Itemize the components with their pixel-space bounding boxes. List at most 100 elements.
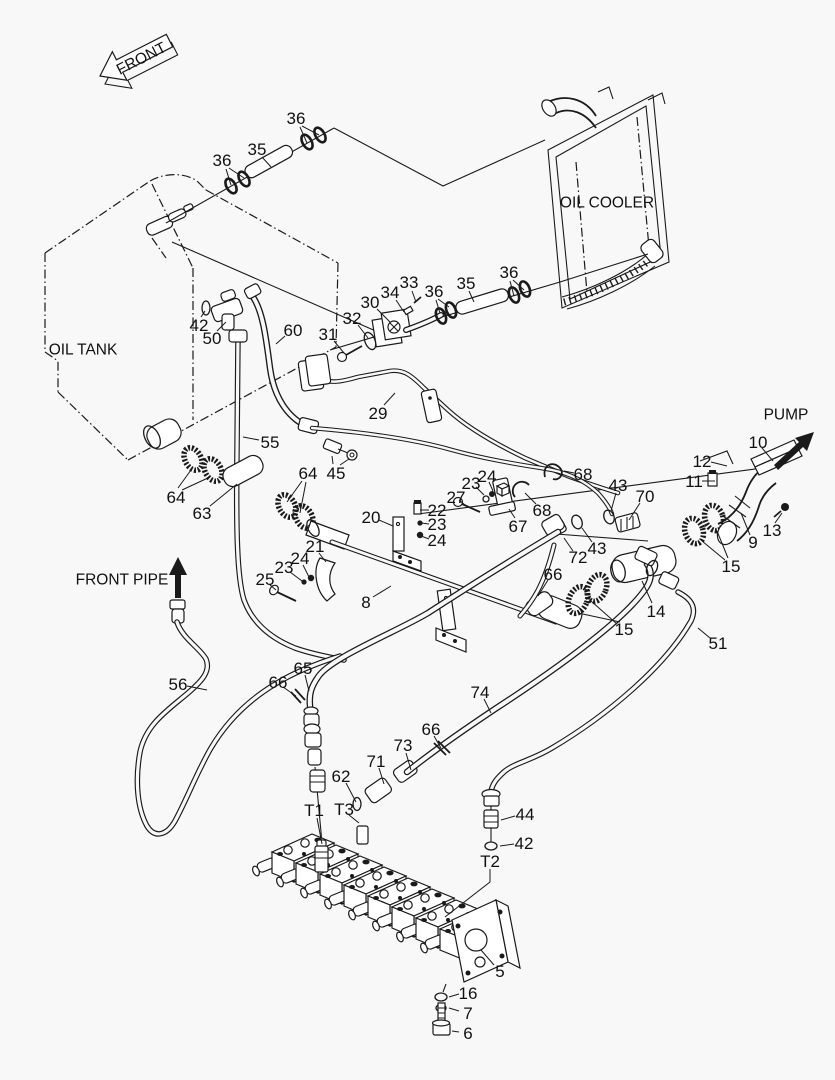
part-label: 45 <box>327 464 346 483</box>
pump-label: PUMP <box>764 407 809 424</box>
part-label: 22 <box>428 501 447 520</box>
part-label: 11 <box>685 472 703 491</box>
part-label: 21 <box>306 537 325 556</box>
part-label: 36 <box>500 263 519 282</box>
leader-line <box>275 335 286 345</box>
part-label: 15 <box>722 557 741 576</box>
part-label: 43 <box>609 476 628 495</box>
part-label: 71 <box>367 752 386 771</box>
leader-line <box>286 480 303 503</box>
part-label: T3 <box>334 800 354 819</box>
part-label: 36 <box>287 109 306 128</box>
leader-line <box>228 167 245 179</box>
leader-line <box>433 735 442 749</box>
leader-line <box>509 280 515 297</box>
leader-line <box>345 782 357 803</box>
part-label: 66 <box>269 673 288 692</box>
front-pipe-group <box>134 557 343 837</box>
leader-line <box>761 447 774 462</box>
part-label: 63 <box>193 504 212 523</box>
leader-line <box>395 299 405 313</box>
part-label: 33 <box>400 273 419 292</box>
front-direction-arrow <box>99 33 179 89</box>
part-label: T2 <box>480 852 500 871</box>
leader-line <box>488 481 494 492</box>
part-label: 44 <box>516 805 535 824</box>
leader-line <box>577 612 621 623</box>
part-label: T1 <box>304 801 324 820</box>
part-label: 70 <box>636 487 655 506</box>
leader-line <box>186 685 208 691</box>
part-label: 55 <box>261 433 280 452</box>
leader-line <box>512 279 525 291</box>
part-label: 14 <box>647 602 666 621</box>
part-label: 23 <box>428 515 447 534</box>
leader-line <box>774 512 783 524</box>
leader-line <box>261 156 272 168</box>
part-label: 68 <box>574 465 593 484</box>
leader-line <box>420 535 430 540</box>
leader-line <box>437 298 450 308</box>
leader-line <box>209 483 238 507</box>
leader-line <box>411 290 417 303</box>
leader-line <box>524 492 537 505</box>
leader-line <box>499 843 515 847</box>
leader-line <box>181 476 211 491</box>
suction-line <box>181 439 803 629</box>
leader-line <box>318 552 327 563</box>
part-label: 72 <box>569 548 588 567</box>
part-label: 42 <box>190 316 209 335</box>
oil-tank <box>44 174 339 461</box>
part-label: 16 <box>459 984 478 1003</box>
leader-line <box>242 436 260 441</box>
leader-line <box>537 579 549 597</box>
leader-line <box>435 299 441 314</box>
part-label: 9 <box>748 533 757 552</box>
leader-line <box>563 470 575 474</box>
part-label: 30 <box>361 293 380 312</box>
hose-74 <box>352 545 680 812</box>
part-label: 23 <box>462 474 481 493</box>
leader-line <box>299 126 308 144</box>
part-label: 8 <box>361 593 370 612</box>
leader-line <box>316 817 323 845</box>
part-label: 56 <box>169 675 188 694</box>
leader-line <box>289 571 303 582</box>
part-label: 36 <box>213 151 232 170</box>
part-label: 12 <box>693 452 712 471</box>
leader-line <box>299 481 307 514</box>
mounting-brackets <box>269 438 511 653</box>
part-label: 35 <box>457 274 476 293</box>
part-label: 29 <box>369 404 388 423</box>
leader-line <box>468 290 475 303</box>
part-label: 67 <box>509 517 528 536</box>
leader-line <box>268 583 277 591</box>
leader-line <box>697 627 711 639</box>
leader-line <box>301 125 320 136</box>
leader-line <box>200 310 206 318</box>
part-label: 36 <box>425 282 444 301</box>
leader-line <box>581 527 593 543</box>
tee-and-hoses <box>201 283 347 663</box>
part-label: 51 <box>709 634 728 653</box>
leader-line <box>480 949 495 966</box>
leader-line <box>339 458 350 466</box>
leader-line <box>483 698 492 714</box>
leader-line <box>216 321 227 332</box>
leader-line <box>177 469 192 489</box>
part-label: 65 <box>294 659 313 678</box>
leader-line <box>304 674 310 692</box>
part-label: 7 <box>463 1004 472 1023</box>
part-label: 24 <box>428 531 447 550</box>
leader-line <box>302 564 310 578</box>
leader-line <box>444 869 491 918</box>
leader-line <box>331 455 334 465</box>
leader-line <box>357 324 369 339</box>
pump-arrow-icon <box>774 432 814 470</box>
part-label: 62 <box>332 767 351 786</box>
leader-line <box>628 502 641 521</box>
leader-line <box>563 537 574 552</box>
leader-line <box>458 499 466 506</box>
leader-line <box>701 540 726 561</box>
